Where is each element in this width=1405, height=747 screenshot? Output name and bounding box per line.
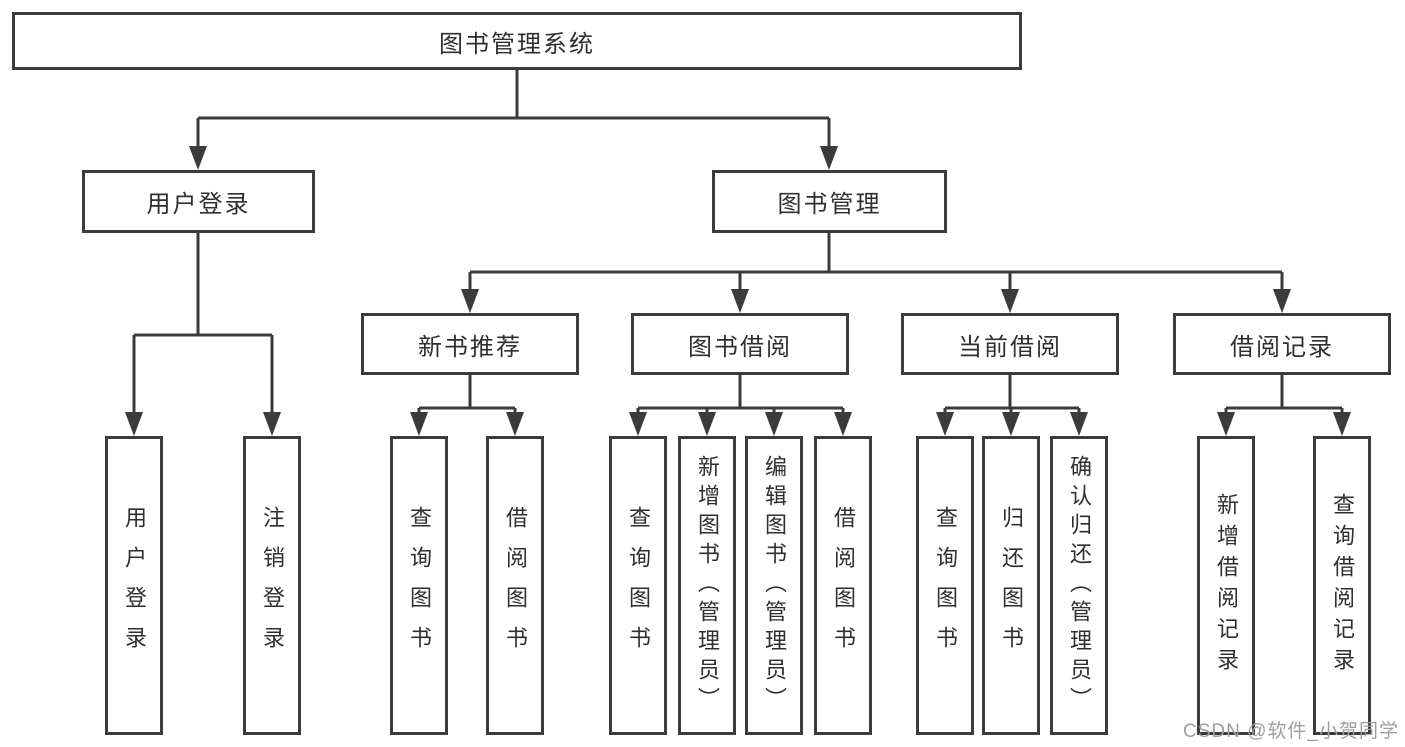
node-current-borrow-label: 当前借阅 <box>958 333 1062 361</box>
leaf-confirm-return-admin: 确认归还（管理员） <box>1050 436 1108 735</box>
leaf-logout-label: 注销登录 <box>260 505 285 666</box>
leaf-logout: 注销登录 <box>243 436 301 735</box>
leaf-query-books-borrow-label: 查询图书 <box>626 505 651 666</box>
leaf-borrow-books-recommend-label: 借阅图书 <box>503 505 528 666</box>
leaf-query-books-recommend-label: 查询图书 <box>407 505 432 666</box>
node-root: 图书管理系统 <box>12 12 1022 70</box>
connector-records-to-leaves <box>1224 375 1344 428</box>
leaf-confirm-return-admin-label: 确认归还（管理员） <box>1067 455 1092 716</box>
leaf-edit-book-admin: 编辑图书（管理员） <box>745 436 803 735</box>
node-new-book-recommend: 新书推荐 <box>361 313 579 375</box>
leaf-query-borrow-record: 查询借阅记录 <box>1313 436 1371 735</box>
leaf-add-book-admin-label: 新增图书（管理员） <box>695 455 720 716</box>
connector-manage-to-level3 <box>468 233 1284 305</box>
node-new-book-recommend-label: 新书推荐 <box>418 333 522 361</box>
node-root-label: 图书管理系统 <box>439 30 595 58</box>
leaf-return-book-label: 归还图书 <box>999 505 1024 666</box>
node-current-borrow: 当前借阅 <box>901 313 1119 375</box>
leaf-add-borrow-record-label: 新增借阅记录 <box>1214 492 1239 679</box>
leaf-return-book: 归还图书 <box>982 436 1040 735</box>
leaf-borrow-books-label: 借阅图书 <box>831 505 856 666</box>
node-user-login-label: 用户登录 <box>146 191 251 218</box>
leaf-user-login: 用户登录 <box>105 436 163 735</box>
leaf-add-book-admin: 新增图书（管理员） <box>678 436 736 735</box>
leaf-borrow-books-recommend: 借阅图书 <box>486 436 544 735</box>
leaf-query-books-recommend: 查询图书 <box>390 436 448 735</box>
node-borrow-records: 借阅记录 <box>1173 313 1391 375</box>
arrowheads <box>125 146 1351 436</box>
leaf-add-borrow-record: 新增借阅记录 <box>1197 436 1255 735</box>
leaf-query-borrow-record-label: 查询借阅记录 <box>1330 492 1355 679</box>
node-book-manage-label: 图书管理 <box>777 191 882 218</box>
connector-login-to-leaves <box>132 233 274 428</box>
leaf-query-books-current-label: 查询图书 <box>933 505 958 666</box>
leaf-query-books-borrow: 查询图书 <box>609 436 667 735</box>
node-book-manage: 图书管理 <box>712 170 947 233</box>
connector-newbook-to-leaves <box>417 375 517 428</box>
node-book-borrow-label: 图书借阅 <box>688 333 792 361</box>
connector-borrow-to-leaves <box>636 375 845 428</box>
leaf-user-login-label: 用户登录 <box>122 505 147 666</box>
node-user-login: 用户登录 <box>82 170 315 233</box>
leaf-edit-book-admin-label: 编辑图书（管理员） <box>762 455 787 716</box>
connector-root-to-level2 <box>196 70 831 162</box>
node-borrow-records-label: 借阅记录 <box>1230 333 1334 361</box>
leaf-query-books-current: 查询图书 <box>916 436 974 735</box>
node-book-borrow: 图书借阅 <box>631 313 849 375</box>
watermark: CSDN @软件_小贺同学 <box>1183 721 1399 742</box>
leaf-borrow-books: 借阅图书 <box>814 436 872 735</box>
